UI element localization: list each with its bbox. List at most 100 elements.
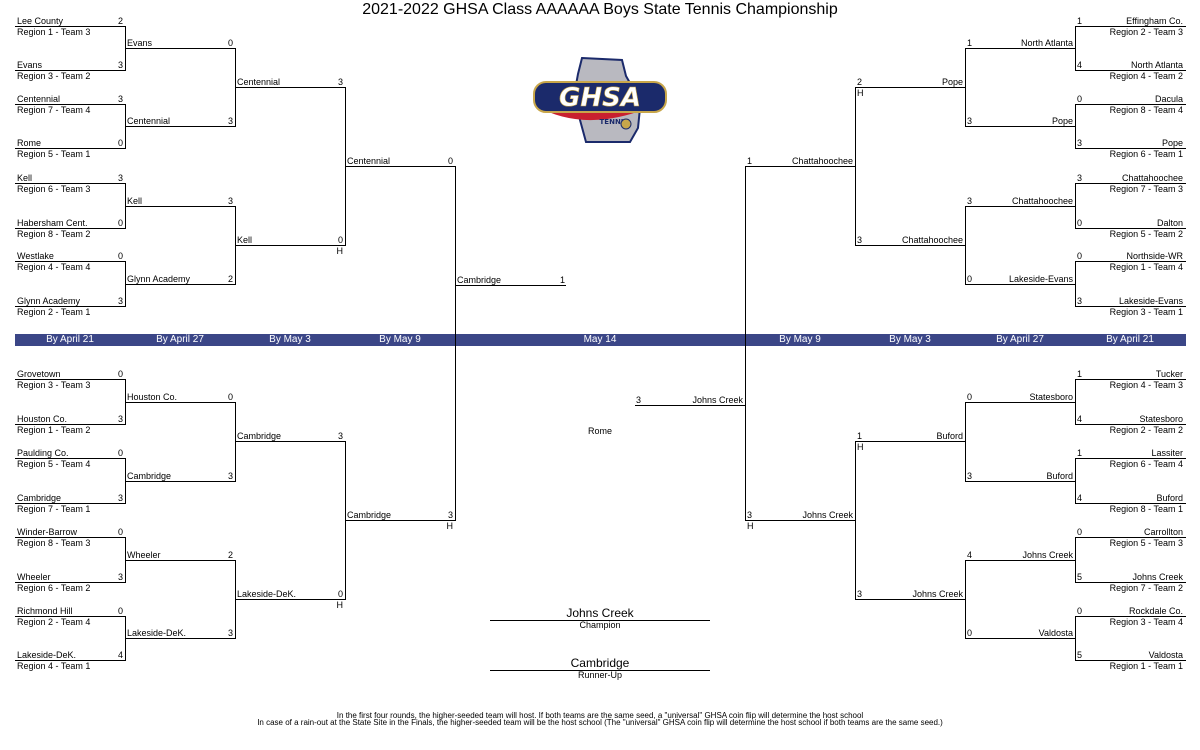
host-marker: H [336, 245, 344, 256]
team-name: Glynn Academy [17, 296, 81, 306]
match-score: 3 [117, 493, 123, 503]
team-name: Pope [941, 77, 963, 87]
match-score: 3 [1077, 173, 1083, 183]
bracket-line [965, 283, 1076, 285]
team-name: Kell [127, 195, 143, 206]
team-name: Westlake [17, 251, 54, 261]
logo-banner [533, 81, 667, 113]
team-name: Chattahoochee [791, 155, 853, 166]
team-name: Johns Creek [692, 395, 743, 405]
team-name: Glynn Academy [127, 273, 191, 284]
match-score: 3 [1077, 296, 1083, 306]
round-label: By May 9 [779, 334, 821, 345]
team-name: North Atlanta [1130, 60, 1183, 70]
round-label: By April 27 [156, 334, 204, 345]
bracket-line [455, 285, 566, 286]
seed-label: Region 3 - Team 3 [17, 380, 91, 390]
round-date-bar [15, 334, 1186, 346]
bracket-line [1075, 104, 1186, 105]
footer-note: In the first four rounds, the higher-see… [336, 711, 864, 720]
match-score: 3 [337, 431, 343, 441]
team-name: Effingham Co. [1126, 16, 1183, 26]
round-label: By May 9 [379, 334, 421, 345]
seed-label: Region 4 - Team 1 [17, 661, 91, 671]
bracket-line [965, 401, 1076, 403]
runner-up-team: Cambridge [570, 656, 630, 670]
round-label: By April 27 [996, 334, 1044, 345]
logo-wordmark: GHSA [559, 83, 641, 113]
team-name: Carrollton [1143, 527, 1183, 537]
seed-label: Region 5 - Team 3 [1109, 538, 1183, 548]
bracket-line [15, 148, 126, 149]
match-score: 3 [967, 116, 973, 126]
team-name: Pope [1051, 116, 1073, 126]
bracket-line [125, 48, 236, 49]
round-label: By April 21 [1106, 334, 1154, 345]
team-name: Centennial [237, 77, 281, 87]
match-score: 3 [1077, 138, 1083, 148]
match-score: 1 [857, 431, 863, 441]
team-name: Kell [17, 173, 33, 183]
bracket-line [1075, 148, 1186, 149]
bracket-line [1075, 228, 1186, 229]
match-score: 3 [117, 296, 123, 306]
bracket-line [235, 598, 346, 600]
team-name: Lakeside-DeK. [17, 650, 77, 660]
team-name: Houston Co. [17, 414, 68, 424]
team-name: Buford [1156, 493, 1183, 503]
match-score: 3 [117, 173, 123, 183]
seed-label: Region 8 - Team 3 [17, 538, 91, 548]
bracket-line [15, 503, 126, 504]
match-score: 0 [447, 155, 453, 166]
seed-label: Region 2 - Team 1 [17, 307, 91, 317]
bracket-line [15, 424, 126, 425]
team-name: Paulding Co. [17, 448, 69, 458]
match-score: 2 [117, 16, 123, 26]
footer-note: In case of a rain-out at the State Site … [257, 718, 943, 727]
match-score: 4 [1077, 493, 1083, 503]
team-name: Buford [936, 431, 963, 441]
team-name: Valdosta [1038, 628, 1073, 638]
team-name: Johns Creek [1022, 549, 1073, 560]
team-name: Pope [1161, 138, 1183, 148]
team-name: Winder-Barrow [17, 527, 78, 537]
team-name: Johns Creek [802, 509, 853, 520]
team-name: Johns Creek [912, 588, 963, 599]
match-score: 5 [1077, 572, 1083, 582]
match-score: 0 [117, 369, 123, 379]
match-score: 4 [117, 650, 123, 660]
bracket-line [965, 126, 1076, 127]
match-score: 0 [1077, 606, 1083, 616]
team-name: Cambridge [17, 493, 62, 503]
seed-label: Region 7 - Team 3 [1109, 184, 1183, 194]
tennis-ball-icon [620, 118, 632, 130]
match-score: 0 [337, 588, 343, 599]
team-name: Chattahoochee [901, 234, 963, 245]
bracket-line [15, 458, 126, 459]
seed-label: Region 2 - Team 2 [1109, 425, 1183, 435]
match-score: 3 [636, 395, 642, 405]
bracket-line [125, 283, 236, 285]
match-score: 1 [1077, 448, 1083, 458]
match-score: 2 [227, 273, 233, 284]
match-score: 0 [337, 234, 343, 245]
team-name: Centennial [127, 116, 171, 126]
seed-label: Region 4 - Team 4 [17, 262, 91, 272]
host-marker: H [747, 520, 754, 531]
team-name: Grovetown [17, 369, 61, 379]
host-marker: H [446, 520, 454, 531]
match-score: 0 [117, 138, 123, 148]
seed-label: Region 5 - Team 1 [17, 149, 91, 159]
bracket-line [125, 205, 236, 207]
match-score: 0 [117, 527, 123, 537]
bracket-line [1075, 379, 1186, 380]
ghsa-logo: GHSA TENNIS [533, 56, 667, 143]
bracket-line [15, 537, 126, 538]
page-title: 2021-2022 GHSA Class AAAAAA Boys State T… [362, 1, 838, 18]
seed-label: Region 4 - Team 3 [1109, 380, 1183, 390]
host-marker: H [857, 88, 864, 98]
bracket-line [1075, 261, 1186, 262]
match-score: 1 [967, 38, 973, 48]
team-name: Lakeside-DeK. [127, 628, 187, 638]
